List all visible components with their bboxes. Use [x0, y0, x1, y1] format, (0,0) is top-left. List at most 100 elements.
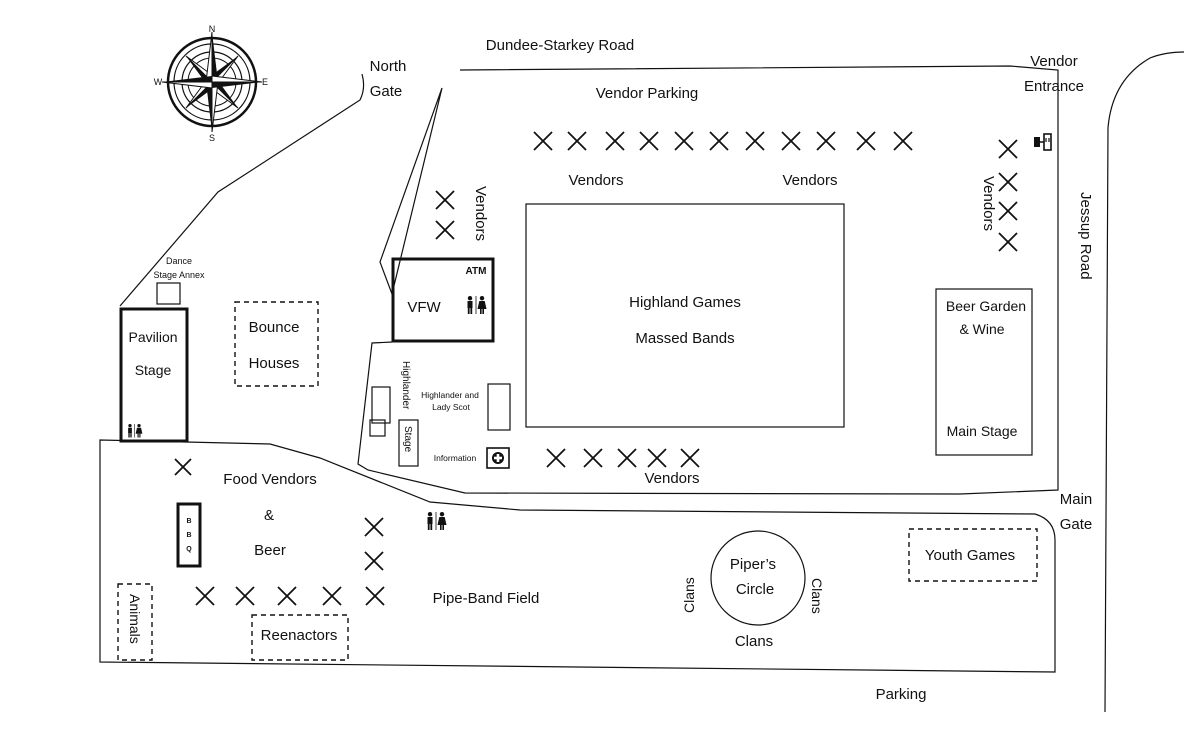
stage-box [398, 419, 419, 467]
highlander-lady-scot-box [487, 383, 511, 431]
vfw-building [391, 257, 495, 343]
vendor-spot-x-icon [365, 586, 385, 606]
vendor-spot-x-icon [364, 551, 384, 571]
highland-games-label: Highland Games [629, 294, 741, 311]
compass-e: E [262, 77, 268, 87]
compass-s: S [209, 133, 215, 143]
vfw-label: VFW [407, 299, 441, 316]
vendor-spot-x-icon [639, 131, 659, 151]
compass-rose-icon: N S E W [154, 24, 268, 143]
atm-label: ATM [466, 266, 487, 277]
dance-stage-annex-box [156, 282, 181, 305]
vendor-spot-x-icon [605, 131, 625, 151]
vendor-spot-x-icon [435, 220, 455, 240]
vendor-spot-x-icon [617, 448, 637, 468]
restroom-icon [427, 512, 447, 530]
highland-games-field [525, 203, 845, 428]
information-label: Information [434, 453, 477, 463]
bounce-houses-area [234, 301, 319, 387]
vendor-spot-x-icon [781, 131, 801, 151]
vendors-label-bottom: Vendors [644, 470, 699, 487]
bbq-stand [176, 502, 202, 568]
vendor-spot-x-icon [174, 458, 192, 476]
youth-games-label: Youth Games [925, 547, 1015, 564]
vendor-spot-x-icon [674, 131, 694, 151]
vendor-spot-x-icon [816, 131, 836, 151]
reenactors-label: Reenactors [261, 627, 338, 644]
bbq-label-3: Q [186, 546, 192, 553]
compass-w: W [154, 77, 163, 87]
vendor-spot-x-icon [277, 586, 297, 606]
clans-label-bottom: Clans [735, 633, 773, 650]
clans-label-right: Clans [809, 578, 825, 614]
north-gate-road [119, 73, 365, 307]
highlander-label: Highlander [400, 361, 411, 410]
vendor-spot-x-icon [567, 131, 587, 151]
vendor-column-east [998, 139, 1018, 252]
animals-area [117, 583, 153, 661]
vendors-label-east: Vendors [980, 176, 997, 231]
vendor-spot-x-icon [856, 131, 876, 151]
vendor-parking-label: Vendor Parking [596, 85, 699, 102]
first-aid-icon [486, 447, 510, 469]
power-outlet-icon [1034, 133, 1052, 151]
vendors-label-top-right: Vendors [782, 172, 837, 189]
vendor-column-vfw [435, 190, 455, 240]
beer-garden-label: Beer Garden& Wine [946, 298, 1026, 337]
venue-outline [357, 65, 1059, 495]
vendor-row-bottom [546, 448, 700, 468]
vendor-spot-x-icon [235, 586, 255, 606]
vendor-spot-x-icon [998, 139, 1018, 159]
reenactors-area [251, 614, 349, 661]
vendors-label-top-left: Vendors [568, 172, 623, 189]
vendor-spot-x-icon [546, 448, 566, 468]
highlander-stage-box-a [371, 386, 391, 424]
massed-bands-label: Massed Bands [635, 330, 734, 347]
main-stage-label: Main Stage [947, 423, 1018, 439]
road-top-label: Dundee-Starkey Road [486, 37, 634, 54]
bbq-label-2: B [186, 532, 191, 539]
restroom-icon [467, 296, 487, 314]
jessup-road-line [1104, 51, 1185, 713]
vendor-spot-x-icon [435, 190, 455, 210]
vendor-spot-x-icon [998, 201, 1018, 221]
pipers-circle [710, 530, 806, 626]
vendor-spot-x-icon [322, 586, 342, 606]
animals-label: Animals [127, 594, 143, 644]
vendors-label-vfw: Vendors [472, 186, 489, 241]
vendor-spot-x-icon [709, 131, 729, 151]
vendor-spot-x-icon [533, 131, 553, 151]
food-vendors-label: Food Vendors&Beer [223, 471, 316, 559]
vendor-spot-x-icon [998, 172, 1018, 192]
beer-garden-main-stage [935, 288, 1033, 456]
compass-n: N [209, 24, 216, 34]
restroom-icon [128, 424, 143, 438]
pipe-band-field-label: Pipe-Band Field [433, 590, 540, 607]
vendor-spot-x-icon [195, 586, 215, 606]
stage-label: Stage [402, 426, 413, 453]
clans-label-left: Clans [681, 577, 697, 613]
vendor-spot-x-icon [680, 448, 700, 468]
youth-games-area [908, 528, 1038, 582]
vendor-spot-x-icon [745, 131, 765, 151]
vendor-spot-x-icon [893, 131, 913, 151]
vendor-spot-x-icon [364, 517, 384, 537]
vendor-spot-x-icon [998, 232, 1018, 252]
vendor-spot-x-icon [647, 448, 667, 468]
food-vendor-spots [174, 458, 385, 606]
road-right-label: Jessup Road [1077, 192, 1094, 280]
pavilion-stage [119, 307, 189, 443]
lower-field-outline [99, 439, 1056, 673]
vendor-spot-x-icon [583, 448, 603, 468]
bbq-label-1: B [186, 518, 191, 525]
highlander-stage-box-b [369, 419, 386, 437]
